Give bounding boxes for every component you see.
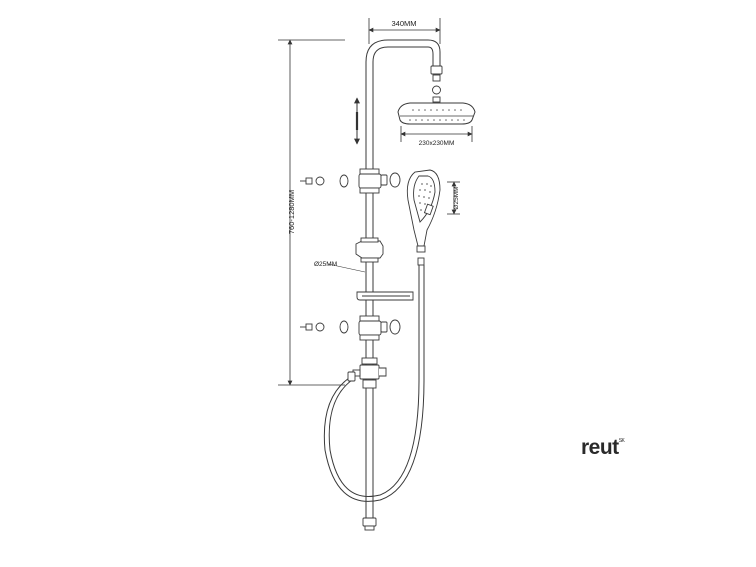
hose-connector [347, 371, 356, 382]
hand-shower [406, 169, 441, 266]
bottom-cap [362, 517, 377, 531]
hand-size-dimension [447, 181, 460, 215]
shower-hose [323, 265, 425, 502]
upper-wall-bracket [300, 168, 401, 194]
head-connector [430, 65, 443, 103]
slide-bar-holder [355, 237, 384, 263]
brand-name: reut [581, 436, 619, 459]
pipe-diameter-label: Ø25MM [314, 261, 337, 268]
height-dimension [278, 39, 345, 386]
head-size-label: 230x230MM [419, 140, 455, 147]
diverter [352, 357, 387, 389]
hand-size-label: Ø25MM [453, 186, 460, 209]
pipe-diameter-leader [327, 263, 366, 273]
rain-shower-head [397, 102, 476, 125]
top-width-label: 340MM [391, 19, 416, 28]
brand-logo: reutSK [581, 436, 625, 460]
head-size-dimension [400, 126, 473, 142]
shower-riser [365, 39, 441, 520]
height-range-label: 760-1280MM [287, 190, 296, 234]
brand-mark: SK [618, 438, 625, 444]
top-width-dimension [368, 18, 441, 44]
shelf [356, 291, 414, 301]
lower-wall-bracket [300, 315, 401, 341]
